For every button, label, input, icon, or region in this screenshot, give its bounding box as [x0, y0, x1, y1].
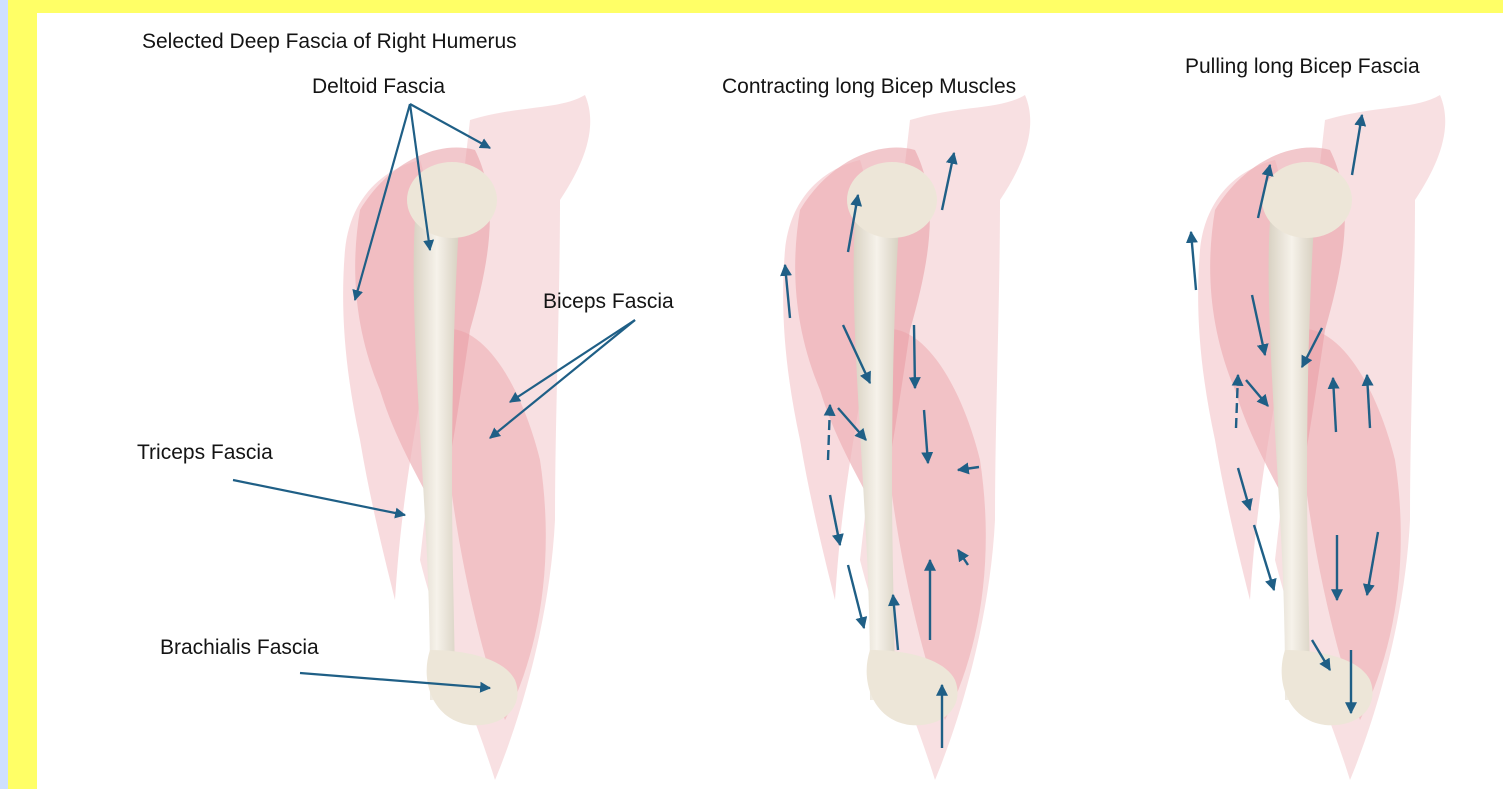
panel-title-pulling: Pulling long Bicep Fascia — [1185, 55, 1420, 79]
arm-illustration-2 — [783, 95, 1030, 780]
panel-title-contracting: Contracting long Bicep Muscles — [722, 75, 1016, 99]
arm-illustration-1 — [343, 95, 590, 780]
label-brachialis-fascia: Brachialis Fascia — [160, 636, 319, 660]
label-deltoid-fascia: Deltoid Fascia — [312, 75, 445, 99]
figure-title: Selected Deep Fascia of Right Humerus — [142, 30, 517, 54]
label-triceps-fascia: Triceps Fascia — [137, 441, 273, 465]
arm-illustration-3 — [1198, 95, 1445, 780]
label-biceps-fascia: Biceps Fascia — [543, 290, 674, 314]
